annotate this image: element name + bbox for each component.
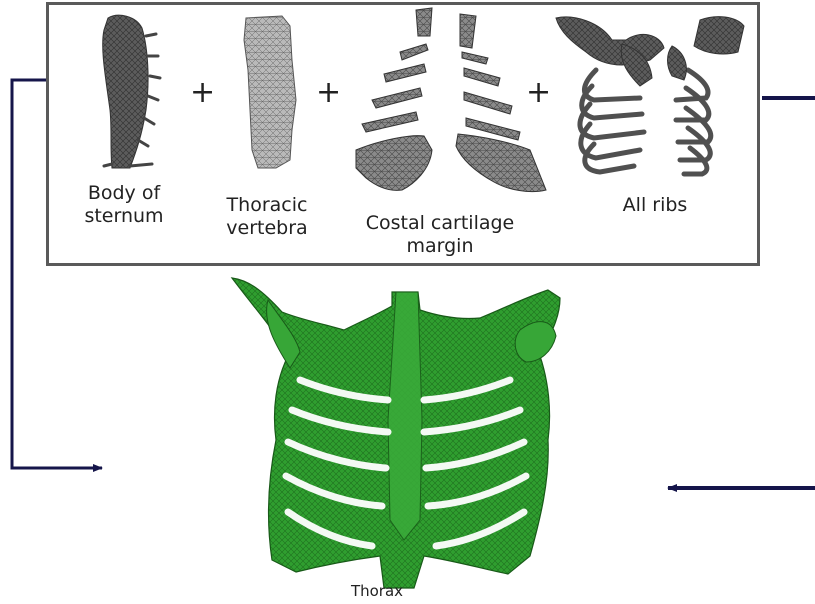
plus-sign: + bbox=[190, 78, 215, 108]
component-label-thoracic-vertebra: Thoracic vertebra bbox=[212, 194, 322, 240]
plus-sign: + bbox=[316, 78, 341, 108]
component-label-costal-cartilage-margin: Costal cartilage margin bbox=[340, 212, 540, 258]
thoracic-vertebra-model bbox=[244, 16, 296, 168]
body-of-sternum-model bbox=[103, 15, 160, 168]
right-connector-arrow bbox=[668, 98, 815, 488]
all-ribs-model bbox=[556, 17, 744, 174]
component-label-body-of-sternum: Body of sternum bbox=[72, 182, 176, 228]
component-label-all-ribs: All ribs bbox=[600, 194, 710, 217]
costal-cartilage-model bbox=[356, 8, 546, 192]
plus-sign: + bbox=[526, 78, 551, 108]
left-connector-arrow bbox=[12, 80, 102, 468]
thorax-model bbox=[232, 278, 560, 588]
thorax-caption: Thorax bbox=[342, 582, 412, 600]
